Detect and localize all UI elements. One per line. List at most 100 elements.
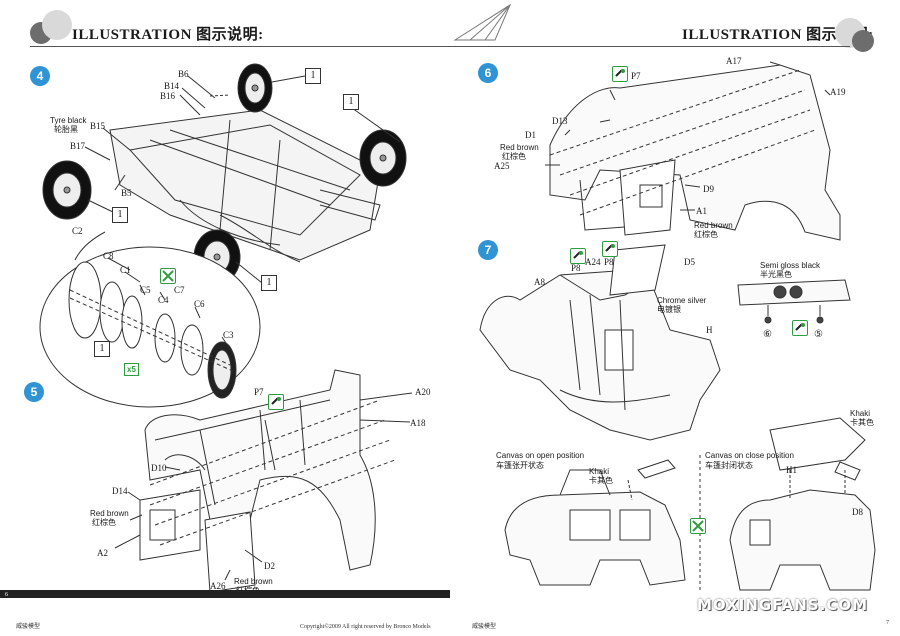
part-c2: C2 xyxy=(72,226,83,236)
chrome-silver-cn-label: 电镀银 xyxy=(657,305,681,314)
qty-box: 1 xyxy=(112,207,128,223)
part-a25: A25 xyxy=(494,161,510,171)
watermark-text: MOXINGFANS.COM xyxy=(696,596,868,614)
qty-box: 1 xyxy=(343,94,359,110)
decor-circle-light xyxy=(42,10,72,40)
footer-bar xyxy=(0,590,450,598)
part-c1: C1 xyxy=(120,265,131,275)
part-b15: B15 xyxy=(90,121,106,131)
page-title-right: ILLUSTRATION 图示说明: xyxy=(682,27,874,43)
part-b16: B16 xyxy=(160,91,176,101)
part-d14: D14 xyxy=(112,486,128,496)
step-5-body-diagram xyxy=(114,369,413,593)
khaki-label: Khaki xyxy=(589,467,610,476)
canvas-close-cn-label: 车篷封闭状态 xyxy=(705,461,753,470)
wheel-top xyxy=(237,63,273,113)
step-6-badge: 6 xyxy=(478,63,498,83)
right-page: ILLUSTRATION 图示说明: 6 7 xyxy=(450,0,900,636)
paint-icon xyxy=(602,241,618,257)
callout-6: ⑥ xyxy=(763,329,772,340)
paint-icon xyxy=(268,394,284,410)
wheel-right xyxy=(359,129,407,187)
part-c5: C5 xyxy=(140,285,151,295)
header-rule-right xyxy=(450,46,850,47)
khaki-cn-label: 卡其色 xyxy=(589,476,613,485)
khaki-cn-label: 卡其色 xyxy=(850,418,874,427)
tyre-black-label: Tyre black xyxy=(50,116,87,125)
part-a19: A19 xyxy=(830,87,846,97)
part-c8: C8 xyxy=(103,251,114,261)
part-p8: P8 xyxy=(604,257,614,267)
qty-box: 1 xyxy=(305,68,321,84)
paint-icon xyxy=(570,248,586,264)
qty-box: 1 xyxy=(261,275,277,291)
paint-icon xyxy=(612,66,628,82)
part-d5: D5 xyxy=(684,257,695,267)
red-brown-label: Red brown xyxy=(234,577,273,586)
red-brown-cn-label: 红棕色 xyxy=(694,230,718,239)
step-4-chassis-diagram xyxy=(39,63,407,408)
left-page: ILLUSTRATION 图示说明: 4 5 xyxy=(0,10,450,630)
part-b5: B5 xyxy=(121,188,132,198)
canvas-open-label: Canvas on open position xyxy=(496,451,585,460)
part-c7: C7 xyxy=(174,285,185,295)
copyright: Copyright©2009 All right reserved by Bro… xyxy=(300,624,431,630)
part-a24: A24 xyxy=(585,257,601,267)
part-p7: P7 xyxy=(631,71,641,81)
red-brown-cn-label: 红棕色 xyxy=(502,152,526,161)
part-c6: C6 xyxy=(194,299,205,309)
step-7-badge: 7 xyxy=(478,240,498,260)
part-p7: P7 xyxy=(254,387,264,397)
part-d2: D2 xyxy=(264,561,275,571)
qty-box: 1 xyxy=(94,341,110,357)
part-p8: P8 xyxy=(571,263,581,273)
khaki-label: Khaki xyxy=(850,409,871,418)
part-b6: B6 xyxy=(178,69,189,79)
canvas-close-label: Canvas on close position xyxy=(705,451,794,460)
part-h1: H1 xyxy=(786,465,797,475)
part-a17: A17 xyxy=(726,56,742,66)
step-5-badge: 5 xyxy=(24,382,44,402)
wheel-left xyxy=(42,160,92,220)
paint-icon xyxy=(792,320,808,336)
part-d10: D10 xyxy=(151,463,167,473)
part-d9: D9 xyxy=(703,184,714,194)
multiplier-badge: x5 xyxy=(124,363,139,376)
part-d8: D8 xyxy=(852,507,863,517)
decor-circle-dark xyxy=(852,30,874,52)
red-brown-cn-label: 红棕色 xyxy=(92,518,116,527)
callout-5: ⑤ xyxy=(814,329,823,340)
part-a2: A2 xyxy=(97,548,108,558)
watermark-logo xyxy=(453,3,512,41)
red-brown-label: Red brown xyxy=(90,509,129,518)
glue-no-icon xyxy=(160,268,176,284)
semi-gloss-cn-label: 半光黑色 xyxy=(760,270,792,279)
step-6-7-diagram xyxy=(479,61,876,591)
part-d1: D1 xyxy=(525,130,536,140)
part-b17: B17 xyxy=(70,141,86,151)
glue-icon xyxy=(690,518,706,534)
page-number-right: 7 xyxy=(886,620,889,626)
part-a18: A18 xyxy=(410,418,426,428)
footer-brand-left: 威骏模型 xyxy=(16,624,41,630)
step-4-badge: 4 xyxy=(30,66,50,86)
part-d13: D13 xyxy=(552,116,568,126)
part-a20: A20 xyxy=(415,387,431,397)
canvas-open-cn-label: 车篷张开状态 xyxy=(496,461,544,470)
page-number-left: 6 xyxy=(5,592,8,598)
red-brown-label: Red brown xyxy=(694,221,733,230)
part-c3: C3 xyxy=(223,330,234,340)
part-b14: B14 xyxy=(164,81,180,91)
page-title-left: ILLUSTRATION 图示说明: xyxy=(72,27,264,43)
footer-brand-right: 威骏模型 xyxy=(472,624,497,630)
part-a26: A26 xyxy=(210,581,226,591)
semi-gloss-label: Semi gloss black xyxy=(760,261,821,270)
header-rule-left xyxy=(30,46,450,47)
part-a8: A8 xyxy=(534,277,545,287)
part-h: H xyxy=(706,325,713,335)
tyre-black-cn-label: 轮胎黑 xyxy=(54,125,78,134)
part-a1: A1 xyxy=(696,206,707,216)
chrome-silver-label: Chrome silver xyxy=(657,296,707,305)
part-c4: C4 xyxy=(158,295,169,305)
red-brown-label: Red brown xyxy=(500,143,539,152)
